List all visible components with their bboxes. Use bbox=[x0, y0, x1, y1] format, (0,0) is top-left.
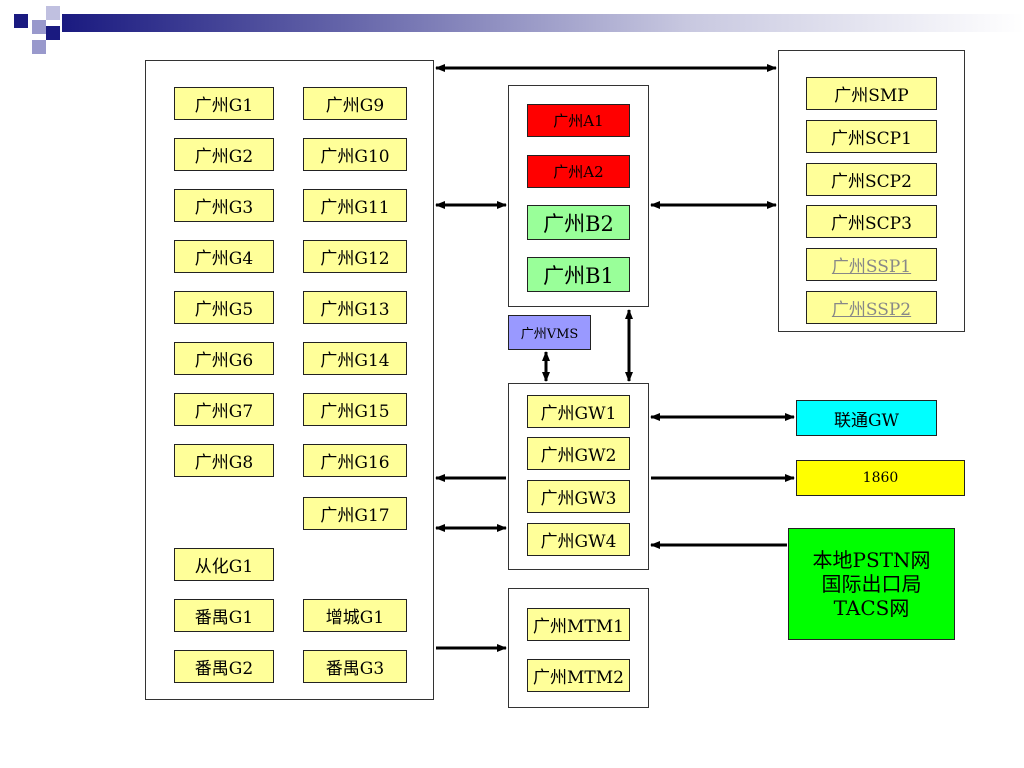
node-guangzhou-gw1: 广州GW1 bbox=[527, 395, 630, 428]
node-guangzhou-g9: 广州G9 bbox=[303, 87, 407, 120]
node-guangzhou-scp2: 广州SCP2 bbox=[806, 163, 937, 196]
node-guangzhou-a2: 广州A2 bbox=[527, 155, 630, 188]
node-guangzhou-g7: 广州G7 bbox=[174, 393, 274, 426]
node-guangzhou-gw3: 广州GW3 bbox=[527, 480, 630, 513]
node-guangzhou-a1: 广州A1 bbox=[527, 104, 630, 137]
node-guangzhou-ssp1: 广州SSP1 bbox=[806, 248, 937, 281]
pstn-label-line1: 本地PSTN网 bbox=[812, 548, 931, 572]
node-guangzhou-b2: 广州B2 bbox=[527, 205, 630, 240]
pstn-label-line2: 国际出口局 bbox=[821, 572, 922, 596]
node-guangzhou-g2: 广州G2 bbox=[174, 138, 274, 171]
node-guangzhou-scp3: 广州SCP3 bbox=[806, 205, 937, 238]
node-guangzhou-g3: 广州G3 bbox=[174, 189, 274, 222]
node-panyu-g2: 番禺G2 bbox=[174, 650, 274, 683]
node-1860: 1860 bbox=[796, 460, 965, 496]
node-guangzhou-g12: 广州G12 bbox=[303, 240, 407, 273]
node-guangzhou-gw2: 广州GW2 bbox=[527, 437, 630, 470]
node-guangzhou-g11: 广州G11 bbox=[303, 189, 407, 222]
node-panyu-g3: 番禺G3 bbox=[303, 650, 407, 683]
node-guangzhou-gw4: 广州GW4 bbox=[527, 523, 630, 556]
node-conghua-g1: 从化G1 bbox=[174, 548, 274, 581]
node-panyu-g1: 番禺G1 bbox=[174, 599, 274, 632]
slide-corner-decoration bbox=[0, 0, 80, 60]
node-guangzhou-mtm2: 广州MTM2 bbox=[527, 659, 630, 692]
node-guangzhou-scp1: 广州SCP1 bbox=[806, 120, 937, 153]
node-guangzhou-g10: 广州G10 bbox=[303, 138, 407, 171]
node-guangzhou-g17: 广州G17 bbox=[303, 497, 407, 530]
node-guangzhou-g15: 广州G15 bbox=[303, 393, 407, 426]
node-guangzhou-g4: 广州G4 bbox=[174, 240, 274, 273]
node-guangzhou-g5: 广州G5 bbox=[174, 291, 274, 324]
pstn-label-line3: TACS网 bbox=[833, 596, 910, 620]
node-guangzhou-g8: 广州G8 bbox=[174, 444, 274, 477]
slide-header-gradient-bar bbox=[62, 14, 1024, 32]
node-guangzhou-ssp2: 广州SSP2 bbox=[806, 291, 937, 324]
node-guangzhou-g16: 广州G16 bbox=[303, 444, 407, 477]
node-guangzhou-g6: 广州G6 bbox=[174, 342, 274, 375]
node-guangzhou-mtm1: 广州MTM1 bbox=[527, 608, 630, 641]
node-guangzhou-g14: 广州G14 bbox=[303, 342, 407, 375]
node-guangzhou-g13: 广州G13 bbox=[303, 291, 407, 324]
node-zengcheng-g1: 增城G1 bbox=[303, 599, 407, 632]
node-guangzhou-smp: 广州SMP bbox=[806, 77, 937, 110]
node-unicom-gw: 联通GW bbox=[796, 400, 937, 436]
node-guangzhou-g1: 广州G1 bbox=[174, 87, 274, 120]
node-guangzhou-vms: 广州VMS bbox=[508, 315, 591, 350]
node-guangzhou-b1: 广州B1 bbox=[527, 257, 630, 292]
node-local-pstn: 本地PSTN网 国际出口局 TACS网 bbox=[788, 528, 955, 640]
